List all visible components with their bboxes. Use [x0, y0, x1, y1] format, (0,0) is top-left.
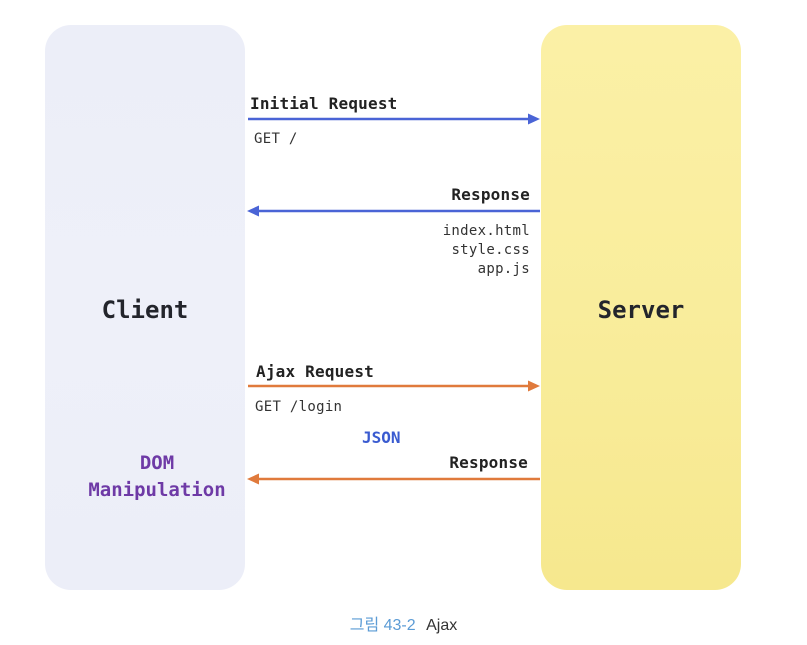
response-file-item: index.html: [442, 223, 530, 239]
figure-title: Ajax: [426, 617, 458, 634]
client-panel: [45, 25, 245, 590]
response-file-item: style.css: [451, 242, 530, 258]
initial-request-detail: GET /: [254, 131, 298, 147]
ajax-response-label: Response: [449, 453, 528, 472]
json-payload-label: JSON: [362, 428, 401, 447]
figure-caption: 그림 43-2 Ajax: [0, 611, 807, 635]
client-label: Client: [101, 296, 189, 324]
server-label: Server: [597, 296, 685, 324]
ajax-request-arrow: [248, 380, 540, 392]
response-file-item: app.js: [477, 261, 530, 277]
ajax-response-arrow: [247, 473, 540, 485]
ajax-request-label: Ajax Request: [256, 362, 374, 381]
dom-manipulation-line1: DOM: [139, 452, 175, 474]
initial-request-label: Initial Request: [250, 94, 398, 113]
dom-manipulation-label: DOM Manipulation: [62, 450, 252, 504]
dom-manipulation-line2: Manipulation: [88, 479, 226, 501]
initial-request-arrow: [248, 113, 540, 125]
ajax-request-detail: GET /login: [255, 399, 343, 415]
initial-response-label: Response: [451, 185, 530, 204]
server-panel: [541, 25, 741, 590]
response-file-list: index.html style.css app.js: [400, 222, 530, 279]
figure-number: 그림 43-2: [349, 617, 416, 634]
initial-response-arrow: [247, 205, 540, 217]
